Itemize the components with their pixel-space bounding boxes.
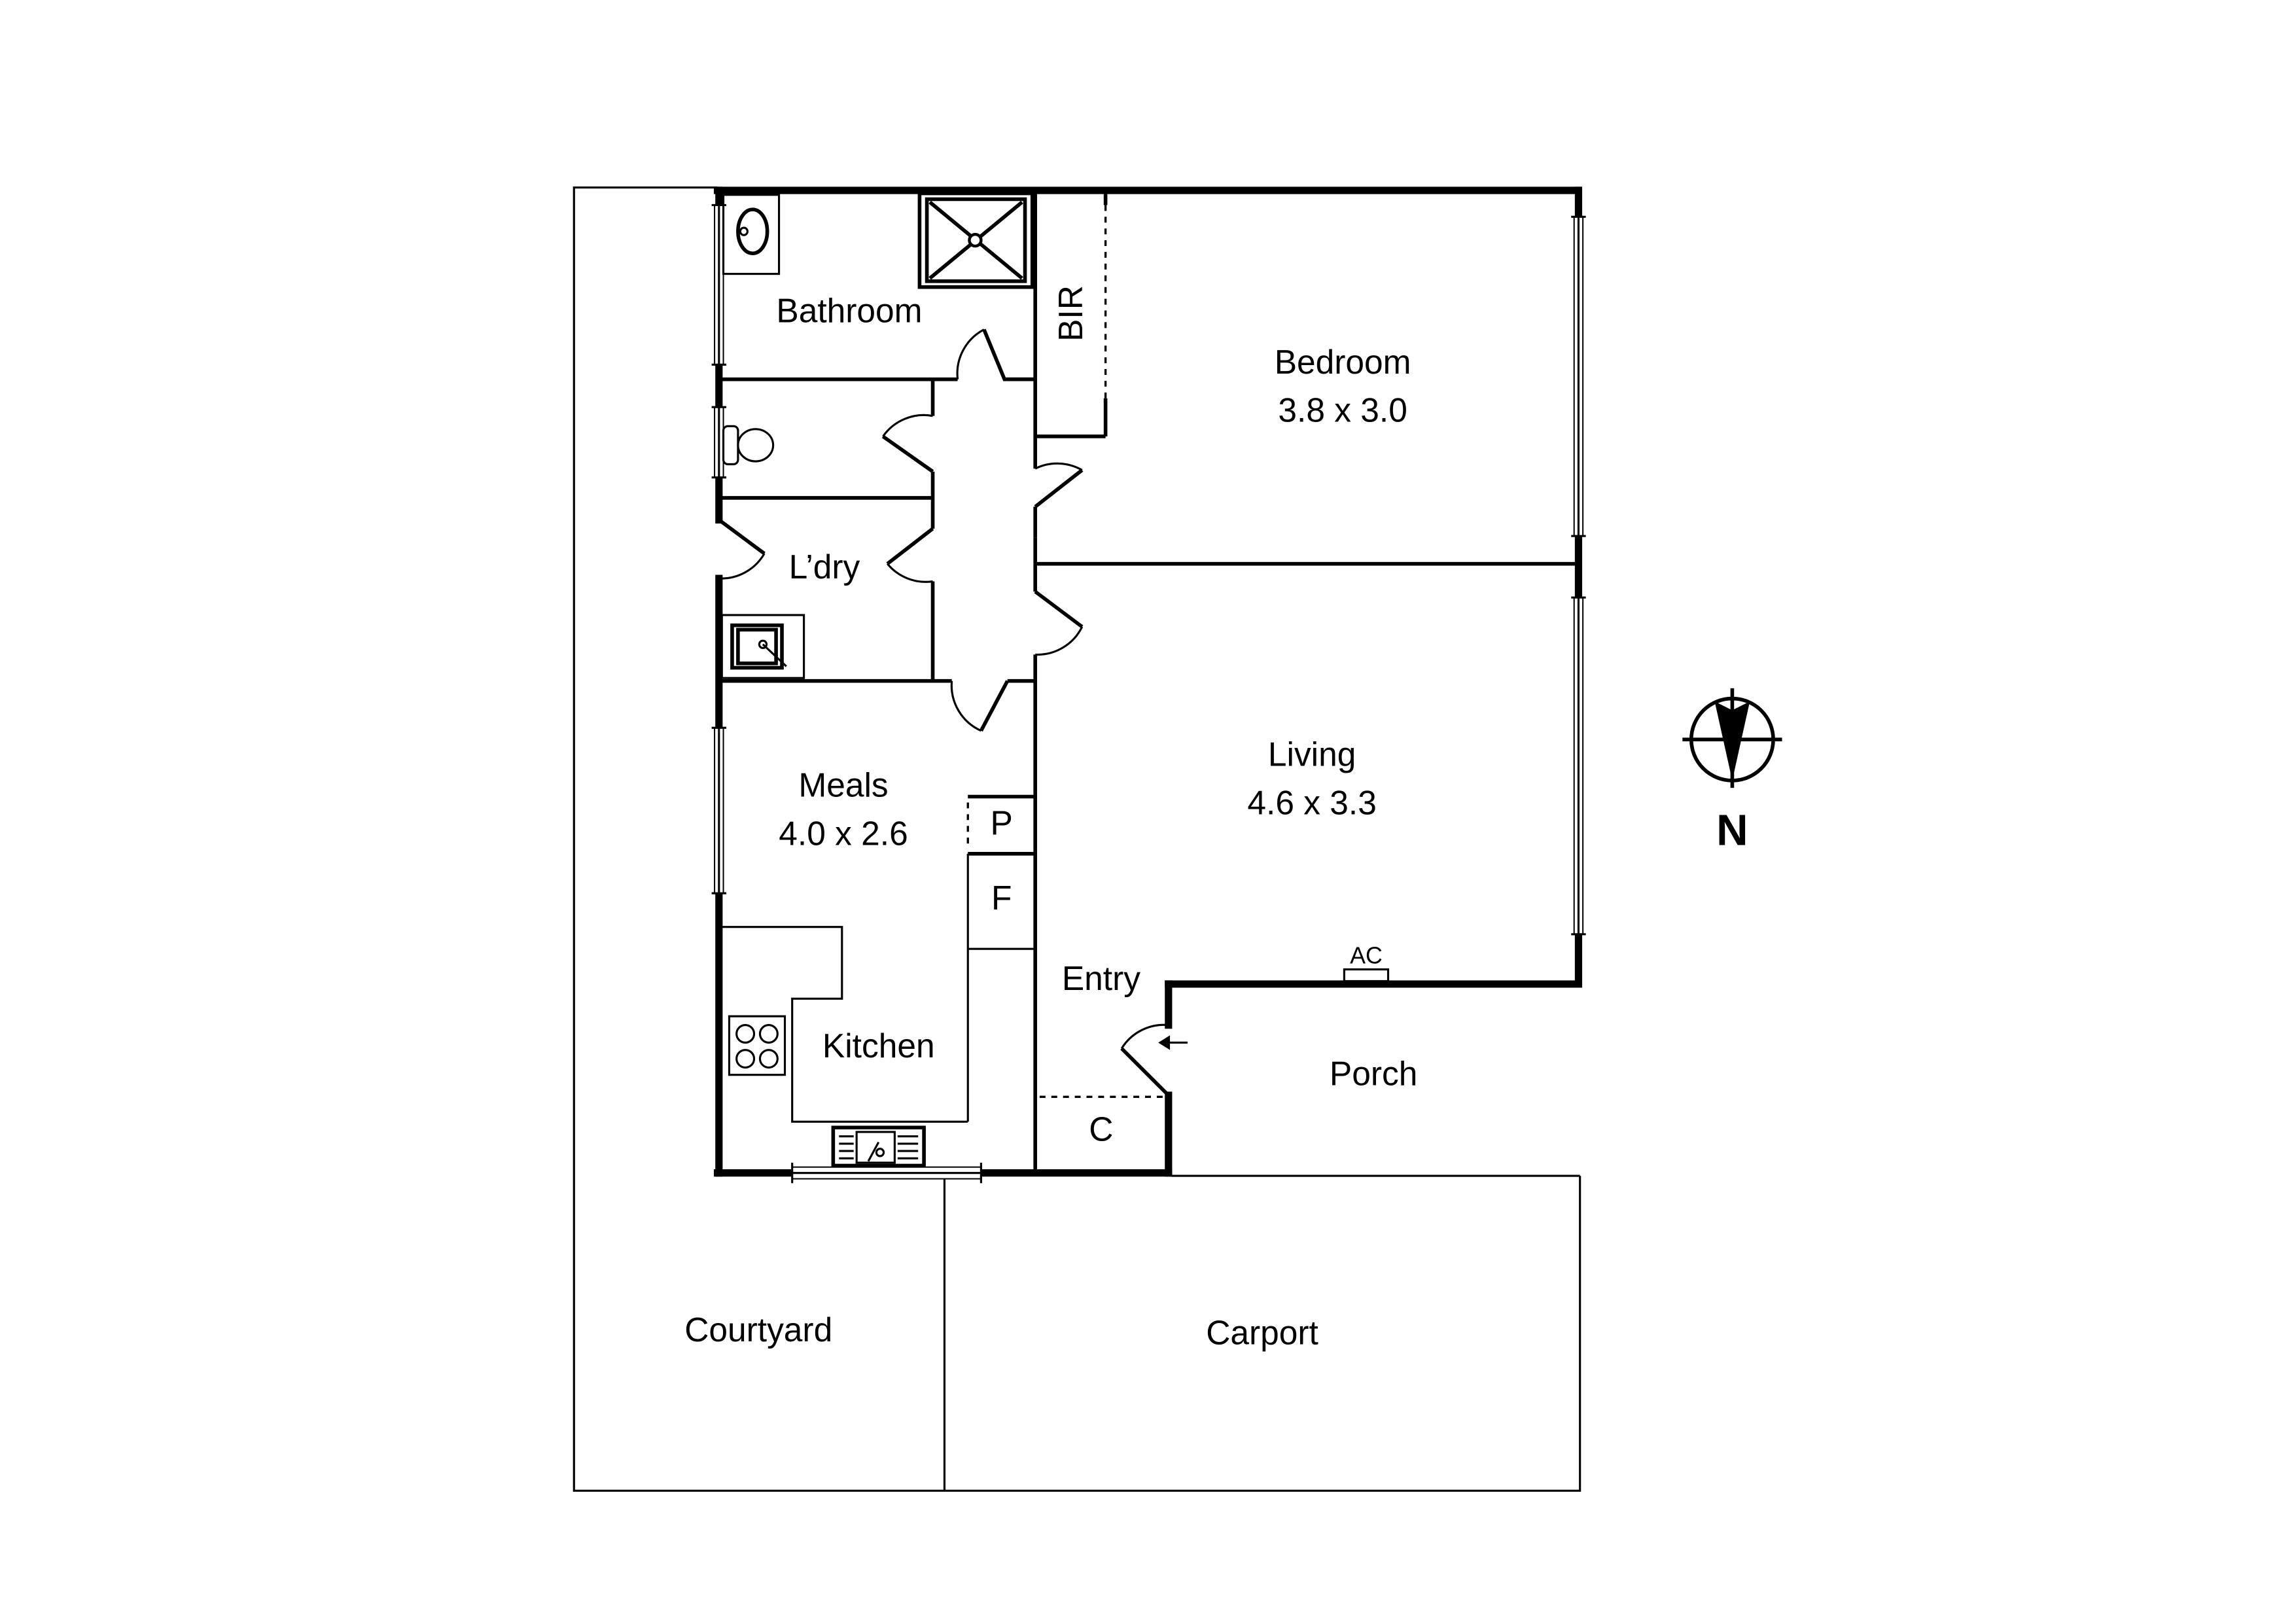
label-laundry: L’dry <box>789 548 860 586</box>
cooktop-icon <box>728 1015 786 1076</box>
kitchen-sink-icon <box>831 1125 926 1168</box>
laundry-tub-icon <box>720 614 805 679</box>
label-living: Living <box>1268 735 1356 773</box>
label-closet: C <box>1089 1110 1113 1148</box>
label-carport: Carport <box>1206 1313 1318 1351</box>
label-bedroom-dims: 3.8 x 3.0 <box>1278 391 1407 429</box>
shower-icon <box>917 191 1034 289</box>
door-living <box>1034 590 1084 656</box>
kitchen-bench-icon <box>722 926 968 1123</box>
north-arrow-icon: N <box>1682 688 1782 855</box>
label-kitchen: Kitchen <box>822 1027 935 1065</box>
window-bathroom <box>711 203 726 366</box>
window-bedroom <box>1571 215 1586 537</box>
window-kitchen <box>791 1162 982 1184</box>
toilet-icon <box>722 425 775 466</box>
label-meals: Meals <box>798 766 888 804</box>
door-meals <box>950 680 1010 732</box>
label-bir: BIR <box>1051 285 1089 342</box>
label-living-dims: 4.6 x 3.3 <box>1247 783 1376 821</box>
doors <box>718 328 1188 1097</box>
window-living <box>1571 596 1586 936</box>
vanity-basin-icon <box>722 194 781 275</box>
door-toilet <box>881 414 934 473</box>
door-bedroom <box>1033 462 1084 538</box>
label-meals-dims: 4.0 x 2.6 <box>779 814 908 852</box>
label-bathroom: Bathroom <box>776 291 922 329</box>
label-fridge: F <box>991 879 1012 917</box>
label-courtyard: Courtyard <box>684 1311 832 1349</box>
ac-unit-icon <box>1343 968 1390 983</box>
room-labels: Bathroom BIR Bedroom 3.8 x 3.0 L’dry Mea… <box>684 285 1417 1351</box>
label-bedroom: Bedroom <box>1275 343 1411 381</box>
lot-boundary <box>573 186 1581 1492</box>
label-ac: AC <box>1350 943 1383 969</box>
label-porch: Porch <box>1330 1054 1417 1092</box>
compass-label: N <box>1716 805 1748 855</box>
interior-walls <box>718 190 1579 1173</box>
label-pantry: P <box>991 804 1013 842</box>
entry-arrow-icon <box>1158 1035 1188 1050</box>
label-entry: Entry <box>1062 959 1140 997</box>
door-bathroom <box>956 328 1036 381</box>
window-meals <box>711 726 726 894</box>
windows <box>711 203 1586 1184</box>
fixtures <box>720 191 1390 1168</box>
door-entry <box>1120 1023 1188 1097</box>
door-laundry-hall <box>886 527 934 583</box>
door-laundry-ext <box>718 518 766 580</box>
